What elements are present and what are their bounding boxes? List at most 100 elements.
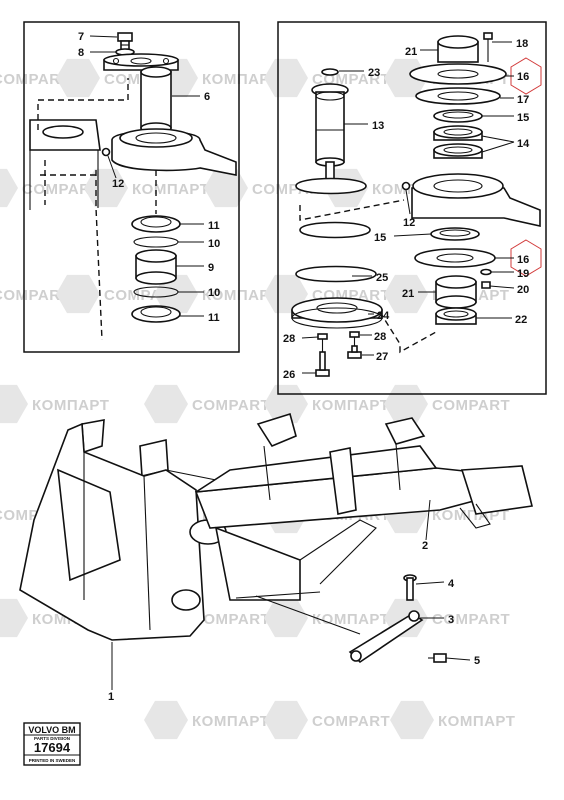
dashed-connector-left-lower bbox=[95, 170, 103, 341]
callout-25: 25 bbox=[376, 272, 388, 284]
callout-6: 6 bbox=[204, 91, 210, 103]
watermark-tile: КОМПАРТ bbox=[144, 700, 269, 740]
seal-15-upper bbox=[433, 109, 483, 123]
grease-nipple-12 bbox=[101, 147, 111, 157]
callout-10a: 10 bbox=[208, 238, 220, 250]
watermark-tile: КОМПАРТ bbox=[264, 598, 389, 638]
svg-text:COMPART: COMPART bbox=[192, 397, 270, 414]
svg-text:COMPART: COMPART bbox=[312, 713, 390, 730]
front-frame-1 bbox=[19, 419, 251, 641]
callout-16a: 16 bbox=[517, 71, 529, 83]
snap-ring-10-upper bbox=[133, 236, 179, 248]
svg-text:COMPART: COMPART bbox=[0, 71, 70, 88]
svg-text:КОМПАРТ: КОМПАРТ bbox=[202, 287, 279, 304]
callout-21b: 21 bbox=[402, 288, 414, 300]
callout-13: 13 bbox=[372, 120, 384, 132]
nut-20 bbox=[481, 281, 491, 289]
seal-15-lower bbox=[430, 227, 480, 241]
callout-18: 18 bbox=[516, 38, 528, 50]
pivot-housing-right bbox=[401, 173, 541, 227]
watermark-tile: COMPART bbox=[144, 384, 270, 424]
frame-fragment-left bbox=[29, 119, 101, 210]
strut-13 bbox=[311, 83, 349, 185]
watermark-tile: COMPART bbox=[0, 168, 100, 208]
link-arm-3 bbox=[348, 610, 424, 664]
callout-16b: 16 bbox=[517, 254, 529, 266]
callout-22: 22 bbox=[515, 314, 527, 326]
callout-numbers: 7861211109101123132118161715141215161920… bbox=[78, 31, 530, 703]
callout-8: 8 bbox=[78, 47, 84, 59]
callout-17: 17 bbox=[517, 94, 529, 106]
watermark-tile: COMPART bbox=[264, 700, 390, 740]
svg-text:КОМПАРТ: КОМПАРТ bbox=[438, 713, 515, 730]
document-stamp: VOLVO BM PARTS DIVISION 17694 PRINTED IN… bbox=[23, 722, 81, 766]
callout-11b: 11 bbox=[208, 312, 220, 324]
callout-26: 26 bbox=[283, 369, 295, 381]
bearing-14-upper bbox=[433, 125, 483, 141]
seal-22 bbox=[435, 307, 477, 325]
svg-text:COMPART: COMPART bbox=[22, 181, 100, 198]
callout-11a: 11 bbox=[208, 220, 220, 232]
bolt-18 bbox=[483, 32, 493, 62]
callout-9: 9 bbox=[208, 262, 214, 274]
callout-24: 24 bbox=[377, 310, 390, 322]
seal-ring-11-lower bbox=[131, 305, 181, 323]
svg-text:COMPART: COMPART bbox=[432, 611, 510, 628]
callout-12b: 12 bbox=[403, 217, 415, 229]
cap-23 bbox=[321, 68, 339, 76]
shim-ring-16-lower bbox=[414, 248, 496, 268]
shim-ring-16-upper bbox=[409, 63, 507, 85]
bolt-26 bbox=[315, 351, 330, 377]
callout-3: 3 bbox=[448, 614, 454, 626]
watermark-tile: КОМПАРТ bbox=[84, 168, 209, 208]
stamp-printed: PRINTED IN SWEDEN bbox=[29, 758, 76, 763]
stamp-brand: VOLVO BM bbox=[28, 725, 75, 735]
callout-28b: 28 bbox=[374, 331, 386, 343]
callout-21a: 21 bbox=[405, 46, 417, 58]
pivot-arm bbox=[101, 128, 237, 176]
callout-15a: 15 bbox=[517, 112, 529, 124]
pin-5 bbox=[428, 653, 447, 663]
bearing-14-lower bbox=[433, 143, 483, 159]
callout-27: 27 bbox=[376, 351, 388, 363]
callout-2: 2 bbox=[422, 540, 428, 552]
svg-text:КОМПАРТ: КОМПАРТ bbox=[312, 397, 389, 414]
top-plate bbox=[103, 53, 179, 71]
shim-17 bbox=[415, 87, 501, 105]
detail-frame-left bbox=[23, 21, 240, 353]
watermark-tile: COMPART bbox=[0, 71, 70, 88]
callout-20: 20 bbox=[517, 284, 529, 296]
svg-text:КОМПАРТ: КОМПАРТ bbox=[192, 713, 269, 730]
callout-15b: 15 bbox=[374, 232, 386, 244]
highlight-hexagon-lower bbox=[510, 239, 542, 277]
callout-7: 7 bbox=[78, 31, 84, 43]
right-detail-assembly bbox=[291, 32, 542, 377]
washer-19 bbox=[480, 268, 492, 276]
watermark-tile: КОМПАРТ bbox=[390, 700, 515, 740]
bolt-28-right bbox=[349, 331, 360, 346]
svg-text:COMPART: COMPART bbox=[192, 611, 270, 628]
dashed-connector-left bbox=[37, 78, 129, 130]
svg-text:COMPART: COMPART bbox=[0, 287, 70, 304]
callout-4: 4 bbox=[448, 578, 455, 590]
svg-text:КОМПАРТ: КОМПАРТ bbox=[32, 397, 109, 414]
callout-14: 14 bbox=[517, 138, 530, 150]
seal-ring-11-upper bbox=[131, 215, 181, 233]
dashed-link-upper bbox=[299, 199, 405, 221]
support-pad-24 bbox=[291, 297, 383, 329]
left-detail-assembly bbox=[29, 32, 237, 323]
svg-text:COMPART: COMPART bbox=[432, 397, 510, 414]
svg-text:КОМПАРТ: КОМПАРТ bbox=[202, 71, 279, 88]
cylinder-21-upper bbox=[437, 35, 479, 63]
callout-5: 5 bbox=[474, 655, 480, 667]
callout-23: 23 bbox=[368, 67, 380, 79]
grease-nipple-12-right bbox=[401, 181, 411, 191]
bushing-9 bbox=[135, 249, 177, 285]
watermark-layer: COMPARTCOMPARTКОМПАРТCOMPARTКОМПАРТCOMPA… bbox=[0, 58, 515, 740]
highlight-hexagon-upper bbox=[510, 57, 542, 95]
rear-frame-2 bbox=[194, 412, 533, 601]
bolt-4 bbox=[403, 574, 417, 601]
callout-10b: 10 bbox=[208, 287, 220, 299]
